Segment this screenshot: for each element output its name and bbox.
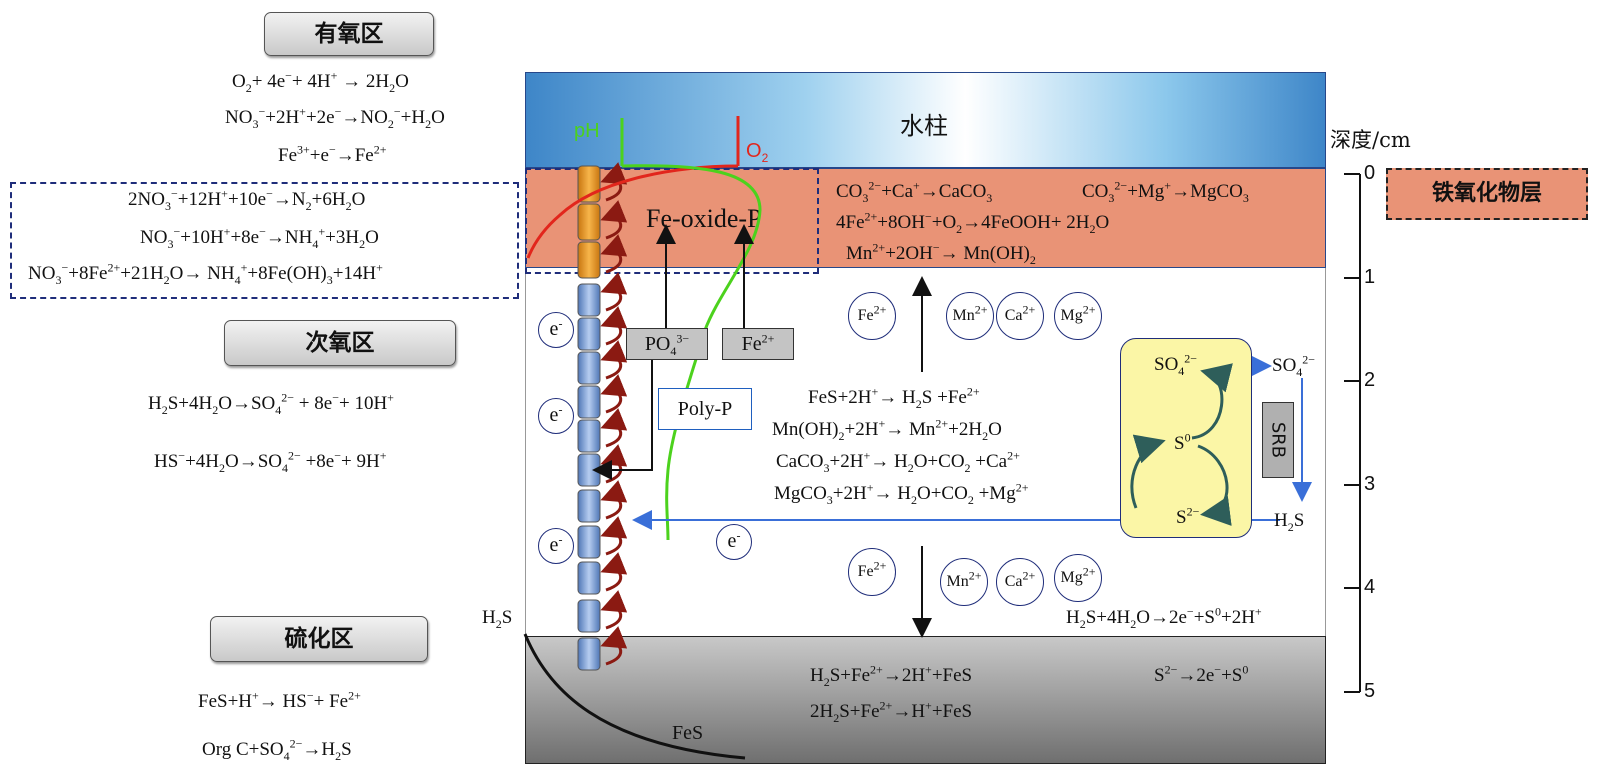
- oxic-eq-3: Fe3++e−→Fe2+: [278, 142, 387, 166]
- o2-profile: [526, 116, 740, 259]
- oxic-eq-2: NO3−+2H++2e−→NO2−+H2O: [225, 104, 445, 131]
- cell-5: [577, 419, 601, 453]
- zone-label-oxic: 有氧区: [264, 12, 434, 56]
- so4-out-label: SO42−: [1272, 352, 1316, 379]
- fe-oxide-p-box: [525, 168, 819, 274]
- ion-mn-lower: Mn2+: [940, 558, 988, 606]
- zone-label-sulfidic: 硫化区: [210, 616, 428, 662]
- cell-3: [577, 351, 601, 385]
- h2s-oxidation-eq: H2S+4H2O→2e−+S0+2H+: [1066, 604, 1262, 631]
- cell-oxic-3: [577, 241, 601, 279]
- depth-tick-3: 3: [1364, 473, 1376, 495]
- ion-fe-lower: Fe2+: [848, 548, 896, 596]
- denitrification-box: [10, 182, 519, 299]
- fe2-box: Fe2+: [722, 328, 794, 360]
- cell-10: [577, 599, 601, 633]
- ph-label: pH: [574, 120, 600, 142]
- electron-circle-2: e-: [538, 398, 574, 434]
- ion-mg-upper: Mg2+: [1054, 292, 1102, 340]
- cell-8: [577, 525, 601, 559]
- suboxic-eq-2: HS−+4H2O→SO42− +8e−+ 9H+: [154, 448, 387, 475]
- h2s-left-label: H2S: [482, 607, 513, 631]
- oxide-eq-2: CO32−+Mg+→MgCO3: [1082, 178, 1249, 205]
- oxic-eq-1: O2+ 4e−+ 4H+ → 2H2O: [232, 68, 409, 95]
- oxide-layer-legend-label: 铁氧化物层: [1431, 181, 1542, 206]
- iron-oxide-layer: [525, 168, 1326, 268]
- po4-box: PO43−: [626, 328, 708, 360]
- mid-eq-2: Mn(OH)2+2H+→ Mn2++2H2O: [772, 416, 1002, 443]
- sulfur-cycle-arrows: [1130, 363, 1233, 526]
- denitrification-eq-1: 2NO3−+12H++10e−→N2+6H2O: [128, 186, 366, 213]
- so4-in-label: SO42−: [1154, 351, 1198, 378]
- electron-circle-1: e-: [538, 312, 574, 348]
- cell-2: [577, 317, 601, 351]
- depth-tick-0: 0: [1364, 162, 1376, 184]
- cable-bacteria-filament: [577, 165, 601, 671]
- depth-tick-2: 2: [1364, 369, 1376, 391]
- sulf-eq-1: H2S+Fe2+→2H++FeS: [810, 662, 973, 689]
- water-column-label: 水柱: [900, 112, 948, 140]
- sulfide-profile: [523, 633, 746, 760]
- mid-eq-1: FeS+2H+→ H2S +Fe2+: [808, 384, 980, 411]
- oxide-eq-1: CO32−+Ca+→CaCO3: [836, 178, 993, 205]
- depth-axis: [1344, 173, 1361, 693]
- sulf-eq-3: S2−→2e−+S0: [1154, 662, 1249, 686]
- electron-flow-spirals: [600, 162, 628, 666]
- suboxic-eq-1: H2S+4H2O→SO42− + 8e−+ 10H+: [148, 390, 394, 417]
- ion-mn-upper: Mn2+: [946, 292, 994, 340]
- sulfidic-eq-1: FeS+H+→ HS−+ Fe2+: [198, 688, 361, 712]
- ion-mg-lower: Mg2+: [1054, 554, 1102, 602]
- sulfidic-eq-2: Org C+SO42−→H2S: [202, 736, 352, 763]
- denitrification-eq-2: NO3−+10H++8e−→NH4++3H2O: [140, 224, 379, 251]
- mid-eq-4: MgCO3+2H+→ H2O+CO2 +Mg2+: [774, 480, 1029, 507]
- water-column-layer: [525, 72, 1326, 168]
- oxide-eq-3: 4Fe2++8OH−+O2→4FeOOH+ 2H2O: [836, 209, 1110, 236]
- s0-label: S0: [1174, 430, 1191, 454]
- ph-profile: [620, 118, 762, 541]
- cell-4: [577, 385, 601, 419]
- depth-tick-1: 1: [1364, 266, 1376, 288]
- ion-fe-upper: Fe2+: [848, 292, 896, 340]
- s2-label: S2−: [1176, 504, 1200, 528]
- sulf-eq-2: 2H2S+Fe2+→H++FeS: [810, 698, 973, 725]
- oxide-layer-legend: [1386, 168, 1588, 220]
- po4-to-filament-arrow: [592, 360, 653, 480]
- srb-box: SRB: [1262, 402, 1294, 478]
- zone-label-suboxic: 次氧区: [224, 320, 456, 366]
- depth-axis-title: 深度/cm: [1330, 128, 1411, 152]
- poly-p-box: Poly-P: [658, 388, 752, 430]
- o2-label: O2: [746, 140, 769, 165]
- mid-eq-3: CaCO3+2H+→ H2O+CO2 +Ca2+: [776, 448, 1020, 475]
- ion-ca-lower: Ca2+: [996, 558, 1044, 606]
- cell-oxic-2: [577, 203, 601, 241]
- oxide-eq-4: Mn2++2OH−→ Mn(OH)2: [846, 240, 1036, 267]
- depth-tick-4: 4: [1364, 576, 1376, 598]
- electron-circle-3: e-: [538, 528, 574, 564]
- depth-tick-5: 5: [1364, 680, 1376, 702]
- cell-11: [577, 637, 601, 671]
- cell-7: [577, 489, 601, 523]
- fes-label: FeS: [672, 722, 704, 744]
- electron-circle-4: e-: [716, 524, 752, 560]
- cell-1: [577, 283, 601, 317]
- h2s-right-label: H2S: [1274, 510, 1305, 534]
- ion-ca-upper: Ca2+: [996, 292, 1044, 340]
- denitrification-eq-3: NO3−+8Fe2++21H2O→ NH4++8Fe(OH)3+14H+: [28, 260, 383, 287]
- cell-9: [577, 561, 601, 595]
